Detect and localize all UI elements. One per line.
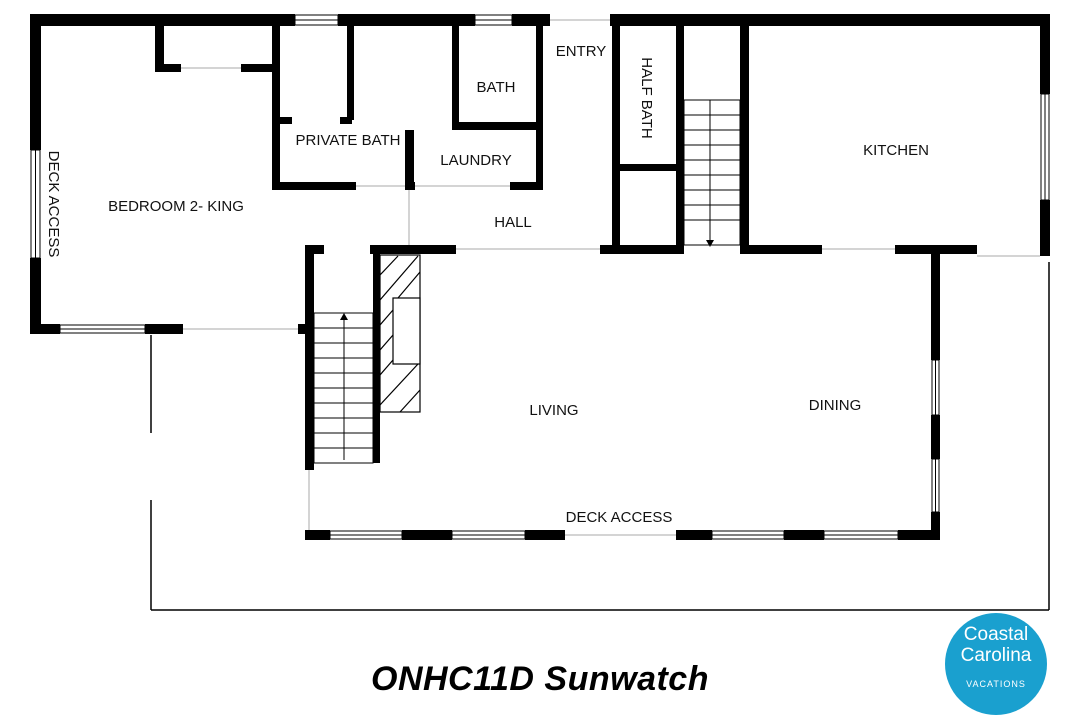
logo-line-3: VACATIONS [966, 679, 1026, 689]
dining-label: DINING [809, 397, 862, 414]
half-bath-label: HALF BATH [638, 57, 655, 138]
laundry-label: LAUNDRY [440, 152, 511, 169]
stairs-down-arrow-icon [706, 240, 714, 247]
floor-plan: ENTRY BATH HALF BATH PRIVATE BATH LAUNDR… [30, 14, 1050, 611]
kitchen-label: KITCHEN [863, 142, 929, 159]
door-openings [181, 19, 1040, 536]
deck-access-bottom-label: DECK ACCESS [566, 509, 673, 526]
living-label: LIVING [529, 402, 578, 419]
logo-line-2: Carolina [960, 645, 1032, 666]
logo-line-1: Coastal [963, 624, 1029, 645]
deck-access-left-label: DECK ACCESS [45, 151, 62, 258]
private-bath-label: PRIVATE BATH [295, 132, 400, 149]
bath-label: BATH [477, 79, 516, 96]
stairs-up-arrow-icon [340, 313, 348, 320]
windows [30, 14, 1050, 540]
bedroom-label: BEDROOM 2- KING [108, 198, 244, 215]
stairs-upper [683, 99, 741, 246]
coastal-carolina-logo: Coastal Carolina VACATIONS [945, 613, 1047, 715]
stairs-lower [313, 312, 374, 464]
hall-label: HALL [494, 214, 532, 231]
walls [30, 14, 1050, 540]
property-title: ONHC11D Sunwatch [371, 660, 709, 698]
deck-outline [150, 262, 1050, 611]
entry-label: ENTRY [556, 43, 607, 60]
fireplace [379, 254, 421, 413]
